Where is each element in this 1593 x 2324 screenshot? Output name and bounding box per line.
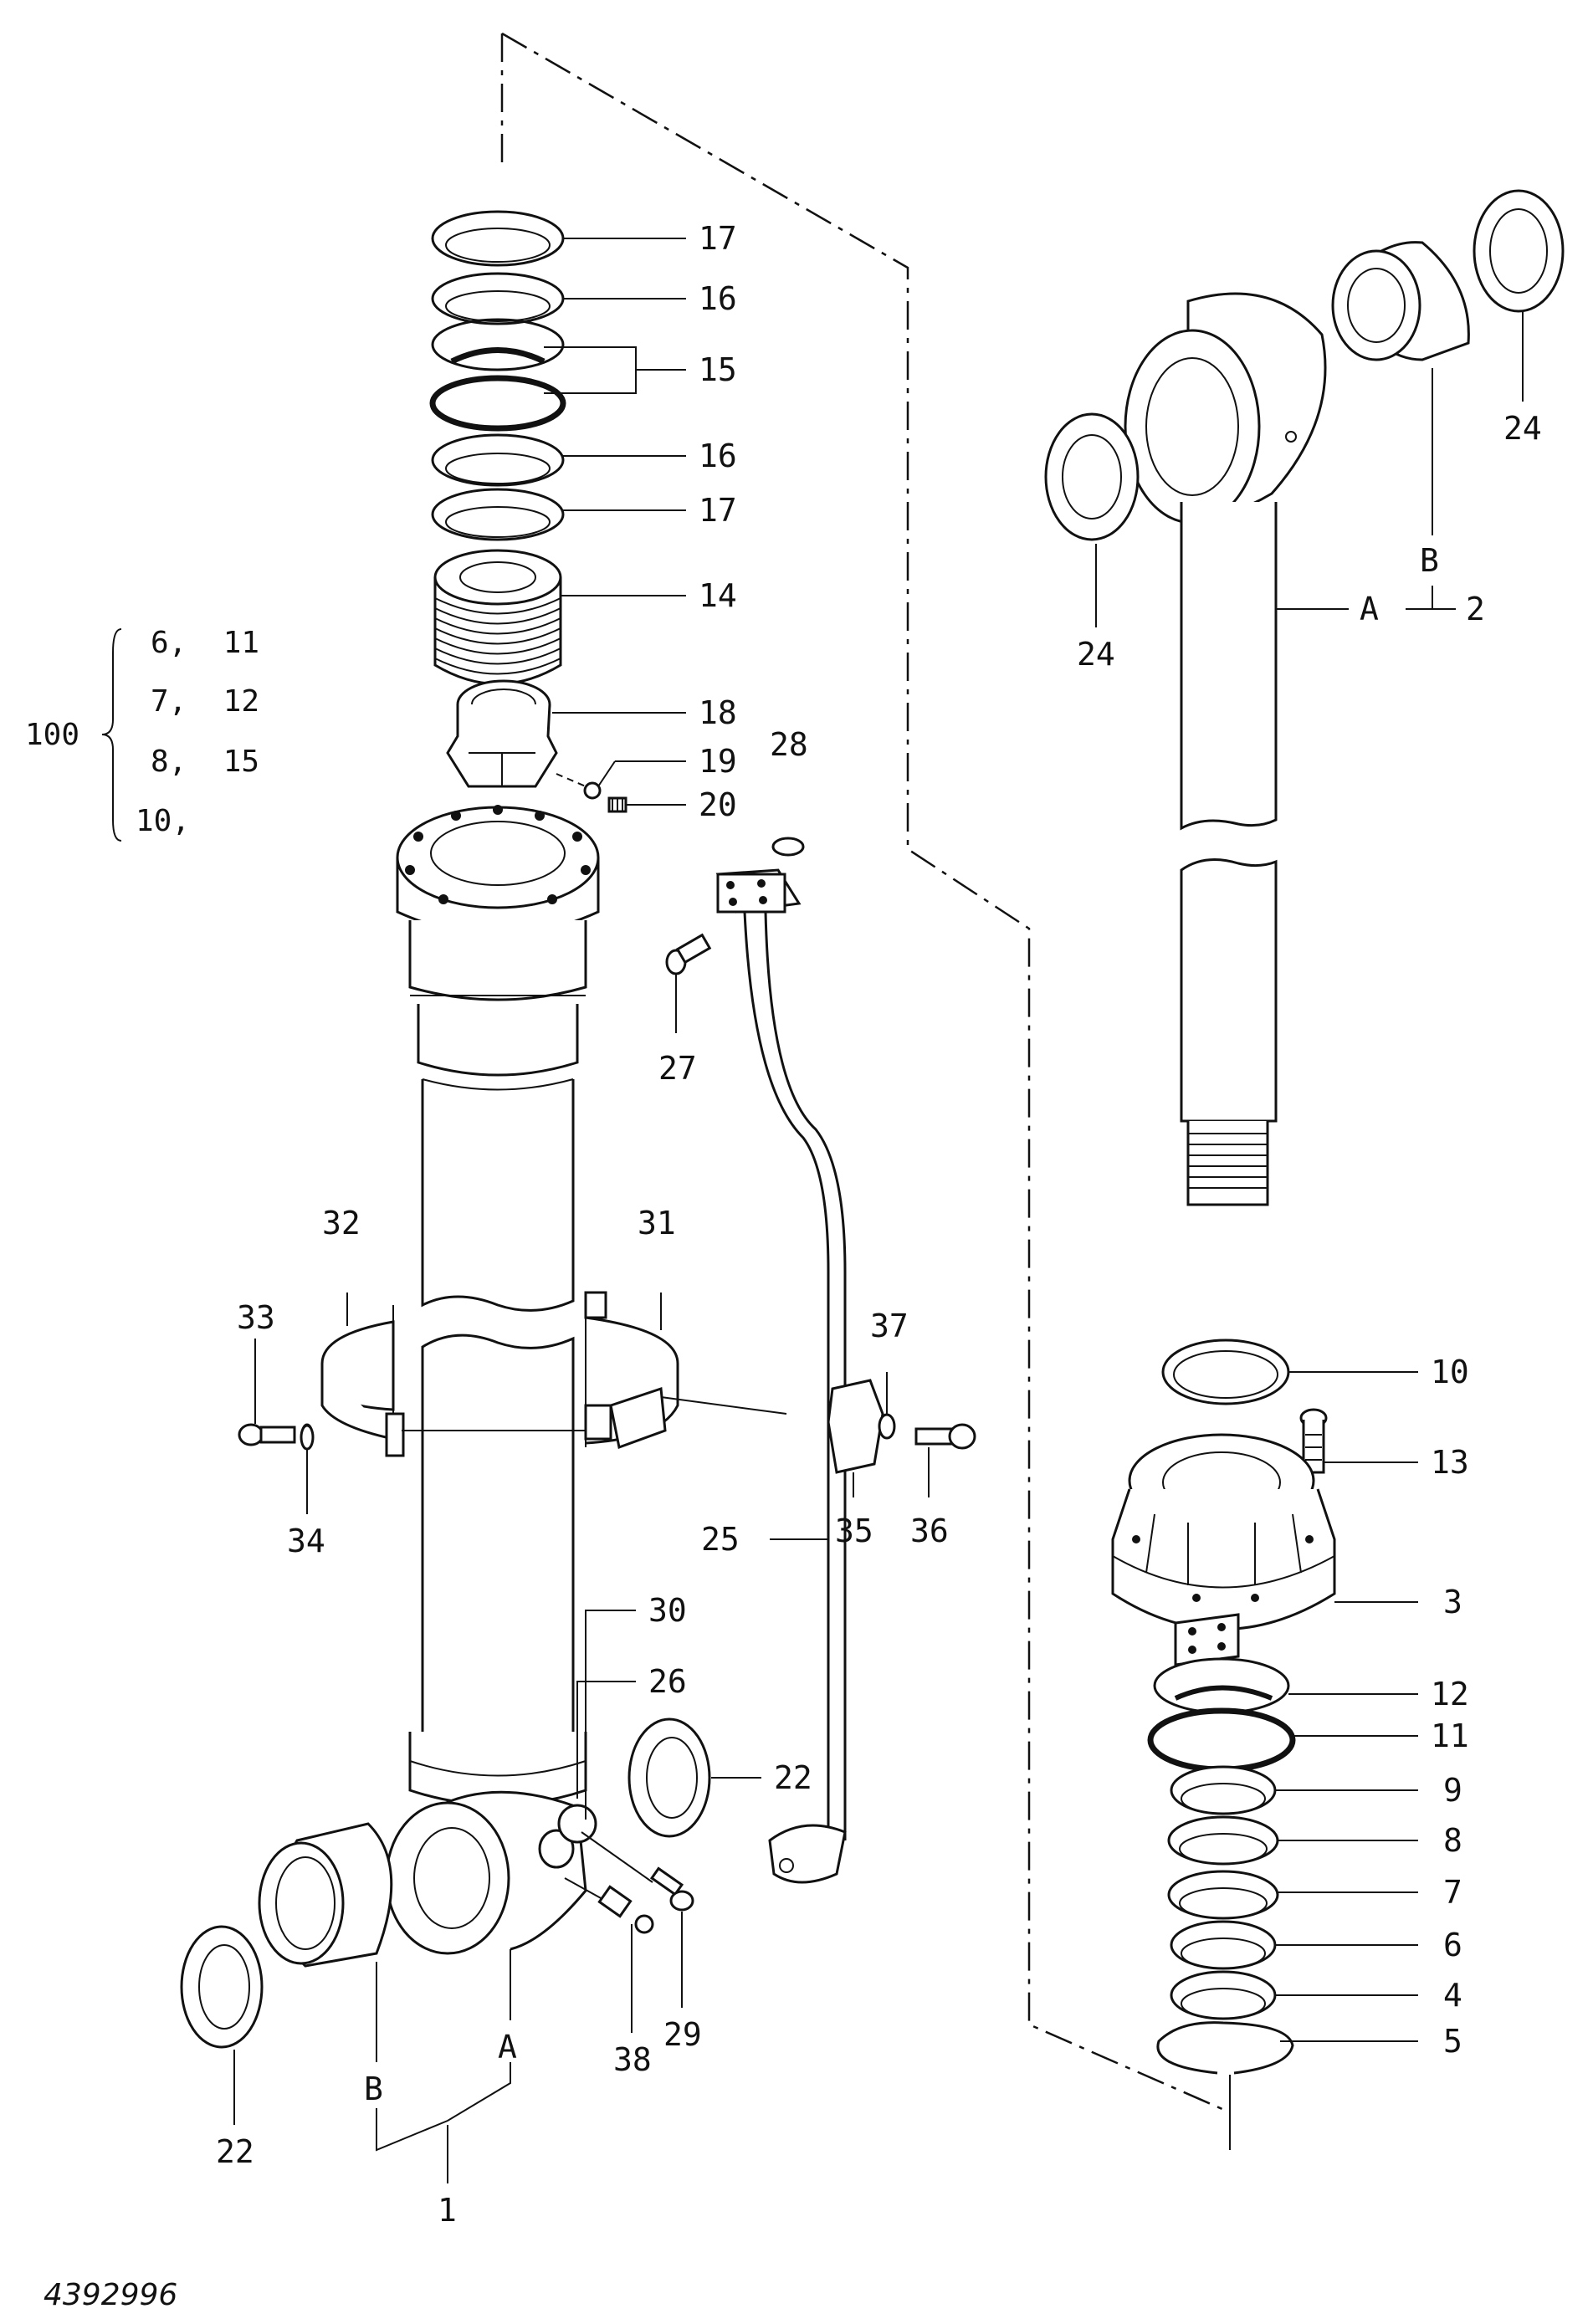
callout-5: 5 <box>1443 2023 1462 2060</box>
ring-17-lower <box>431 488 565 541</box>
set-screw-19 <box>583 781 602 800</box>
callout-26: 26 <box>648 1663 687 1700</box>
callout-29: 29 <box>663 2016 702 2053</box>
callout-32: 32 <box>322 1205 361 1241</box>
callout-38: 38 <box>613 2041 652 2078</box>
callout-b-left: B <box>364 2071 383 2107</box>
callout-2: 2 <box>1466 591 1485 627</box>
callout-22-left: 22 <box>216 2133 254 2170</box>
callout-24-upper: 24 <box>1503 410 1542 447</box>
pipe-25 <box>715 868 847 1884</box>
kit-100-list: 100 6, 11 7, 12 8, 15 10, <box>25 626 259 838</box>
ring-17-upper <box>431 210 565 267</box>
seal-22-right <box>627 1717 711 1838</box>
ring-6 <box>1170 1920 1277 1970</box>
piston-rod-2 <box>1124 292 1327 1206</box>
callout-24-lower: 24 <box>1077 636 1115 673</box>
seal-24-upper <box>1473 189 1565 313</box>
callout-9: 9 <box>1443 1772 1462 1809</box>
bushing-b-right <box>1331 241 1470 361</box>
callout-30: 30 <box>648 1592 687 1629</box>
grease-fitting-38 <box>564 1877 654 1934</box>
ring-7 <box>1167 1870 1279 1920</box>
nut-18 <box>446 679 558 788</box>
bushing-b-left <box>258 1822 393 1968</box>
bolt-29 <box>581 1831 694 1912</box>
callout-6: 6 <box>1443 1927 1462 1963</box>
callout-15: 15 <box>699 351 737 388</box>
callout-19: 19 <box>699 743 737 780</box>
callout-31: 31 <box>638 1205 676 1241</box>
callout-37: 37 <box>870 1308 909 1344</box>
bolt-36 <box>914 1423 976 1450</box>
ring-12 <box>1153 1657 1290 1714</box>
leader-lines <box>101 238 1524 2183</box>
nut-14 <box>433 549 562 685</box>
callout-16-lower: 16 <box>699 438 737 474</box>
callout-17-upper: 17 <box>699 220 737 257</box>
callout-10: 10 <box>1431 1354 1469 1390</box>
ring-9 <box>1170 1765 1277 1815</box>
callout-11: 11 <box>1431 1717 1469 1754</box>
callout-36: 36 <box>910 1513 949 1549</box>
callout-27: 27 <box>658 1050 697 1087</box>
seal-15 <box>429 318 566 432</box>
ring-10 <box>1161 1339 1290 1405</box>
callout-13: 13 <box>1431 1444 1469 1481</box>
callout-33: 33 <box>237 1299 275 1336</box>
callout-22-right: 22 <box>774 1759 812 1796</box>
clamp-band <box>320 1291 679 1457</box>
oring-28 <box>771 837 805 857</box>
callout-16-upper: 16 <box>699 280 737 317</box>
ring-16-lower <box>431 433 565 487</box>
kit-label: 100 <box>25 718 79 752</box>
callout-labels: 17 16 15 16 17 14 18 19 20 28 27 32 31 3… <box>216 220 1542 2229</box>
callout-b-right: B <box>1420 542 1439 579</box>
callout-a-left: A <box>498 2029 517 2065</box>
kit-row-4: 10, <box>136 804 190 838</box>
document-id: 4392996 <box>44 2278 177 2312</box>
callout-34: 34 <box>287 1523 325 1559</box>
ring-8 <box>1167 1815 1279 1866</box>
callout-4: 4 <box>1443 1977 1462 2014</box>
callout-1: 1 <box>438 2192 457 2229</box>
washer-34 <box>300 1424 315 1451</box>
callout-12: 12 <box>1431 1676 1469 1712</box>
kit-row-1: 6, 11 <box>151 626 259 660</box>
callout-8: 8 <box>1443 1822 1462 1859</box>
plug-20 <box>607 796 627 813</box>
oring-11 <box>1147 1707 1296 1773</box>
callout-35: 35 <box>835 1513 873 1549</box>
seal-24-lower <box>1044 412 1140 541</box>
ring-4 <box>1170 1970 1277 2020</box>
pipe-clamp-link <box>660 1396 787 1415</box>
callout-17-lower: 17 <box>699 492 737 529</box>
callout-7: 7 <box>1443 1874 1462 1911</box>
bolt-27 <box>665 933 712 975</box>
callout-a-right: A <box>1360 591 1379 627</box>
ring-16-upper <box>431 272 565 325</box>
callout-14: 14 <box>699 577 737 614</box>
cylinder-head-3 <box>1111 1433 1336 1666</box>
cylinder-tube-1 <box>385 805 600 1955</box>
bolt-13 <box>1299 1408 1328 1474</box>
callout-18: 18 <box>699 694 737 731</box>
seal-22-left <box>180 1925 264 2049</box>
assembly-centerline <box>500 32 1231 2114</box>
callout-20: 20 <box>699 786 737 823</box>
block-35 <box>827 1379 884 1474</box>
oring-37 <box>878 1413 896 1440</box>
callout-3: 3 <box>1443 1584 1462 1620</box>
callout-25: 25 <box>701 1521 740 1558</box>
kit-row-2: 7, 12 <box>151 684 259 719</box>
kit-row-3: 8, 15 <box>151 745 259 779</box>
callout-28: 28 <box>770 726 808 763</box>
snap-ring-5 <box>1156 2021 1294 2075</box>
